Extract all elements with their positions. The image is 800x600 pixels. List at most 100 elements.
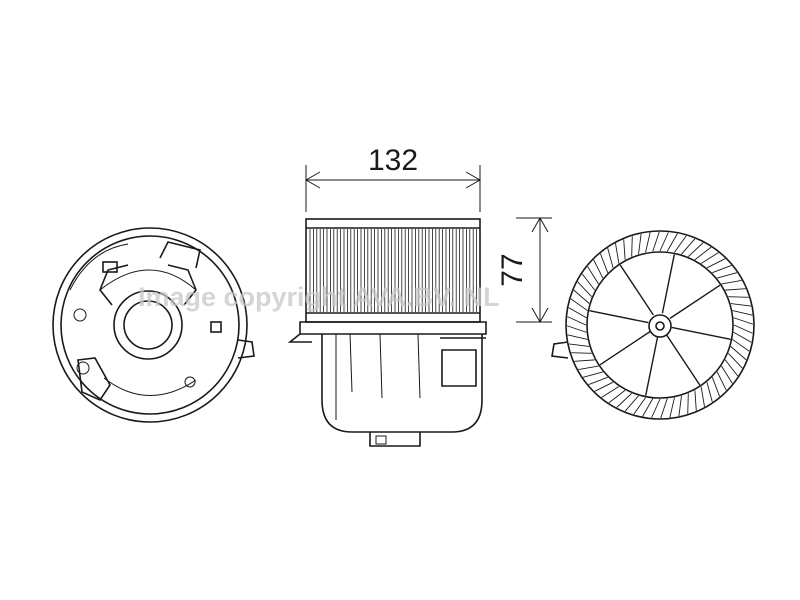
side-elevation-view xyxy=(287,218,487,447)
wheel-spokes xyxy=(589,254,731,396)
wheel-vane xyxy=(616,393,632,408)
wheel-vane xyxy=(594,381,614,392)
wheel-vane xyxy=(581,273,596,291)
flange-tab xyxy=(287,333,312,343)
wheel-vane xyxy=(574,359,595,362)
wheel-vanes xyxy=(566,231,754,419)
wheel-vane xyxy=(733,317,754,325)
wheel-vane xyxy=(582,371,603,378)
wheel-vane xyxy=(694,390,697,411)
height-dimension: 77 xyxy=(496,216,552,324)
wheel-vane xyxy=(725,288,746,291)
wheel-spoke xyxy=(589,310,649,324)
height-dimension-label: 77 xyxy=(496,253,529,286)
wheel-vane xyxy=(728,353,743,369)
wheel-vane xyxy=(660,398,668,419)
mounting-flange xyxy=(299,321,487,335)
wheel-vane xyxy=(624,395,639,412)
wheel-vane xyxy=(711,377,721,397)
wheel-vane xyxy=(608,389,626,404)
wheel-vane xyxy=(681,238,696,255)
wheel-vane xyxy=(733,324,753,334)
height-arrow-bottom xyxy=(531,307,549,324)
fan-wheel-view xyxy=(551,230,755,420)
wheel-vane xyxy=(566,325,587,333)
wheel-vane xyxy=(623,239,626,260)
wheel-vane xyxy=(642,398,654,417)
wheel-vane xyxy=(599,253,609,273)
wheel-vane xyxy=(601,386,620,398)
wheel-vane xyxy=(700,252,719,264)
wheel-spoke xyxy=(645,336,659,396)
wheel-vane xyxy=(578,365,599,370)
width-arrow-left xyxy=(304,171,321,189)
wheel-vane xyxy=(687,393,689,414)
wheel-vane xyxy=(700,386,705,407)
wheel-vane xyxy=(732,310,753,316)
wheel-vane xyxy=(577,281,592,297)
wheel-vane xyxy=(678,395,682,417)
motor-outer-ring xyxy=(52,227,248,423)
wheel-vane xyxy=(688,242,704,257)
wheel-vane xyxy=(588,376,608,386)
wheel-vane xyxy=(721,280,742,285)
wheel-vane xyxy=(728,296,749,298)
motor-side-view xyxy=(52,227,255,423)
width-dimension-label: 132 xyxy=(368,144,418,177)
wheel-vane xyxy=(631,236,633,257)
wheel-spoke xyxy=(671,326,731,340)
wheel-hub-bore xyxy=(655,321,665,331)
wheel-vane xyxy=(694,246,712,261)
connector-top xyxy=(159,241,201,269)
watermark-text: Image copyright AVA.BV. NL xyxy=(138,282,500,312)
wheel-vane xyxy=(567,334,588,340)
hub-bracket xyxy=(99,264,197,306)
wheel-vane xyxy=(706,382,713,403)
wheel-vane xyxy=(587,266,599,285)
width-arrow-right xyxy=(465,171,482,189)
width-dimension: 132 xyxy=(304,144,482,212)
wheel-vane xyxy=(732,339,750,352)
wheel-vane xyxy=(652,231,660,252)
wheel-inner-ring xyxy=(586,251,734,399)
motor-inner-ring xyxy=(60,235,240,415)
wheel-vane xyxy=(568,343,590,347)
wheel-vane xyxy=(573,289,590,304)
wheel-vane xyxy=(717,272,738,279)
motor-hub-outer xyxy=(113,290,183,360)
wheel-vane xyxy=(712,264,732,274)
wheel-side-tab xyxy=(551,341,569,359)
lower-pocket xyxy=(77,357,111,402)
motor-hub-inner xyxy=(123,300,173,350)
wheel-vane xyxy=(721,365,733,384)
wheel-spoke xyxy=(666,334,701,386)
wheel-vane xyxy=(570,298,588,311)
wheel-vane xyxy=(674,235,687,253)
wheel-vane xyxy=(651,398,661,418)
wheel-vane xyxy=(571,352,592,354)
wheel-vane xyxy=(615,243,620,264)
wheel-vane xyxy=(645,232,651,253)
wheel-spoke xyxy=(669,284,721,319)
wheel-vane xyxy=(607,247,614,268)
wheel-vane xyxy=(733,331,752,343)
wheel-vane xyxy=(716,371,727,391)
wheel-vane xyxy=(669,397,675,418)
wheel-vane xyxy=(706,258,726,269)
wheel-vane xyxy=(638,233,642,255)
side-tab xyxy=(237,339,255,359)
wheel-vane xyxy=(593,259,604,279)
bottom-connector xyxy=(369,432,421,447)
wheel-vane xyxy=(567,316,587,326)
fan-blades xyxy=(309,229,481,312)
wheel-vane xyxy=(568,307,587,319)
wheel-spoke xyxy=(619,264,654,316)
wheel-spoke xyxy=(599,331,651,366)
wheel-vane xyxy=(659,232,669,252)
motor-housing xyxy=(321,334,483,433)
wheel-vane xyxy=(666,233,678,252)
terminal-block xyxy=(441,349,477,387)
height-arrow-top xyxy=(531,216,549,233)
wheel-hub xyxy=(648,314,672,338)
